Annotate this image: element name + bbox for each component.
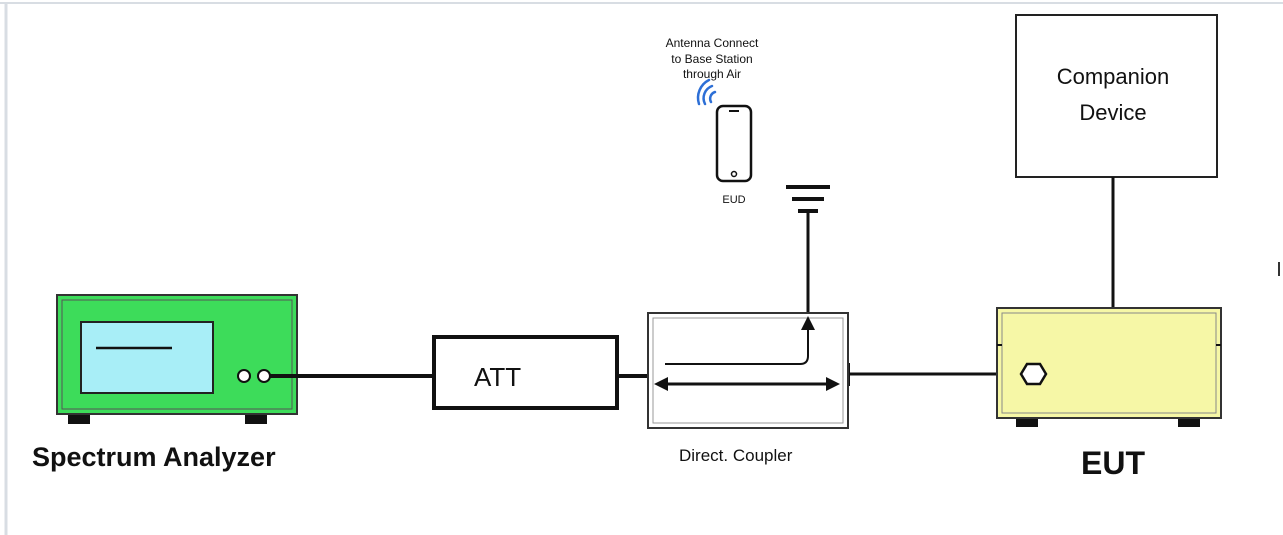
spectrum-analyzer-label: Spectrum Analyzer <box>32 442 276 472</box>
companion-device-box <box>1015 14 1218 178</box>
coupler-label: Direct. Coupler <box>679 446 793 465</box>
ground-symbol-icon <box>786 185 830 318</box>
phone-icon <box>715 104 753 183</box>
companion-device-label-line2: Device <box>1079 100 1146 125</box>
antenna-note-line1: Antenna Connect <box>666 36 759 50</box>
directional-coupler <box>647 312 849 429</box>
eut-label: EUT <box>1081 445 1145 481</box>
companion-device-label-line1: Companion <box>1057 64 1170 89</box>
eut-device <box>996 307 1222 427</box>
spectrum-analyzer-device <box>56 294 298 424</box>
antenna-note-line3: through Air <box>683 67 741 81</box>
eud-label: EUD <box>722 194 745 206</box>
attenuator-label: ATT <box>474 362 521 392</box>
antenna-note-line2: to Base Station <box>671 52 752 66</box>
wifi-signal-icon <box>696 78 717 106</box>
attenuator-box <box>432 335 619 410</box>
frame-tick-mark <box>1278 262 1280 276</box>
